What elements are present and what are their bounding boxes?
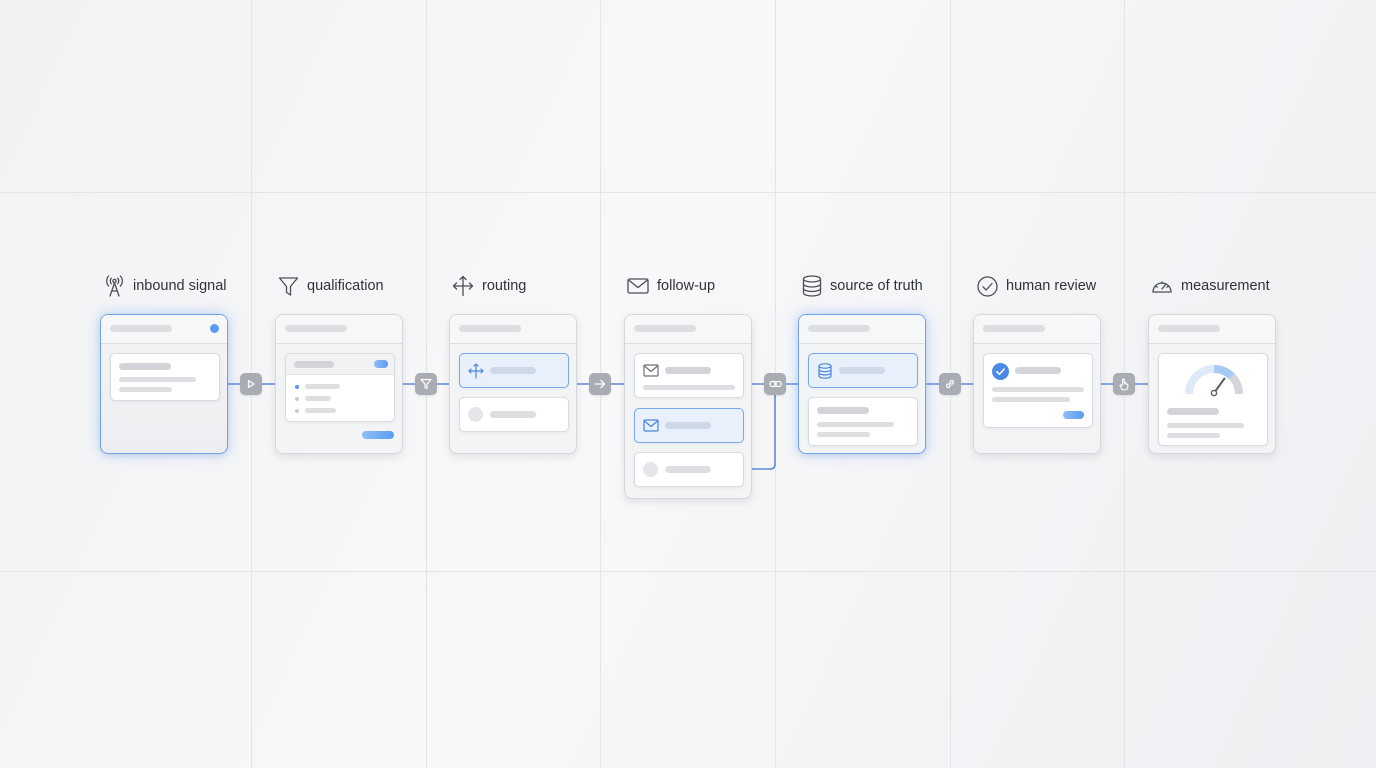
envelope-icon [643, 419, 659, 437]
stage-label-text: human review [1006, 278, 1097, 294]
arrow-right-icon [594, 378, 606, 390]
database-icon [818, 363, 832, 384]
funnel-icon [420, 378, 432, 390]
stage-label-text: qualification [307, 278, 384, 294]
connector-node-6 [1113, 373, 1135, 395]
card-header [276, 315, 402, 344]
database-record [808, 397, 918, 446]
stage-card-inbound-signal[interactable] [100, 314, 228, 454]
message-item[interactable] [634, 452, 744, 487]
status-dot [210, 324, 219, 333]
link-icon [944, 378, 956, 390]
check-circle-icon[interactable] [992, 363, 1009, 385]
card-header [450, 315, 576, 344]
stage-card-measurement[interactable] [1148, 314, 1276, 454]
review-panel [983, 353, 1093, 428]
stage-card-source-of-truth[interactable] [798, 314, 926, 454]
card-header [101, 315, 227, 344]
stage-label-source-of-truth: source of truth [802, 274, 923, 298]
gauge-icon [1181, 362, 1247, 403]
stage-label-human-review: human review [977, 274, 1096, 298]
connector-node-2 [415, 373, 437, 395]
stage-card-routing[interactable] [449, 314, 577, 454]
progress-pill [362, 431, 394, 439]
grid-line [0, 571, 1376, 572]
card-header [799, 315, 925, 344]
criteria-list [285, 353, 395, 422]
database-icon [802, 275, 822, 297]
stage-label-routing: routing [452, 274, 526, 298]
stage-label-text: inbound signal [133, 278, 227, 294]
hand-pointer-icon [1118, 378, 1130, 391]
envelope-icon [627, 277, 649, 295]
stage-label-text: routing [482, 278, 527, 294]
antenna-signal-icon [104, 275, 125, 297]
database-record-selected[interactable] [808, 353, 918, 388]
stage-card-follow-up[interactable] [624, 314, 752, 499]
funnel-icon [278, 276, 299, 297]
stage-label-inbound-signal: inbound signal [104, 274, 227, 298]
stage-card-qualification[interactable] [275, 314, 403, 454]
connector-node-4 [764, 373, 786, 395]
split-arrows-icon [468, 363, 484, 384]
card-header [625, 315, 751, 344]
signal-panel [110, 353, 220, 401]
connector-node-5 [939, 373, 961, 395]
stage-label-qualification: qualification [278, 274, 384, 298]
stage-label-text: follow-up [657, 278, 716, 294]
route-option[interactable] [459, 397, 569, 432]
stage-label-text: measurement [1181, 278, 1270, 294]
grid-line [0, 192, 1376, 193]
metric-panel [1158, 353, 1268, 446]
connector-node-1 [240, 373, 262, 395]
split-arrows-icon [452, 275, 474, 297]
card-header [974, 315, 1100, 344]
link-icon [768, 379, 782, 389]
gauge-icon [1151, 277, 1173, 295]
check-circle-icon [977, 275, 998, 297]
connector-node-3 [589, 373, 611, 395]
approve-pill[interactable] [1063, 411, 1084, 419]
envelope-icon [643, 364, 659, 382]
route-option-selected[interactable] [459, 353, 569, 388]
message-item-selected[interactable] [634, 408, 744, 443]
stage-label-text: source of truth [830, 278, 923, 294]
stage-label-measurement: measurement [1151, 274, 1270, 298]
card-header [1149, 315, 1275, 344]
message-item[interactable] [634, 353, 744, 398]
play-icon [246, 379, 256, 389]
stage-label-follow-up: follow-up [627, 274, 715, 298]
stage-card-human-review[interactable] [973, 314, 1101, 454]
